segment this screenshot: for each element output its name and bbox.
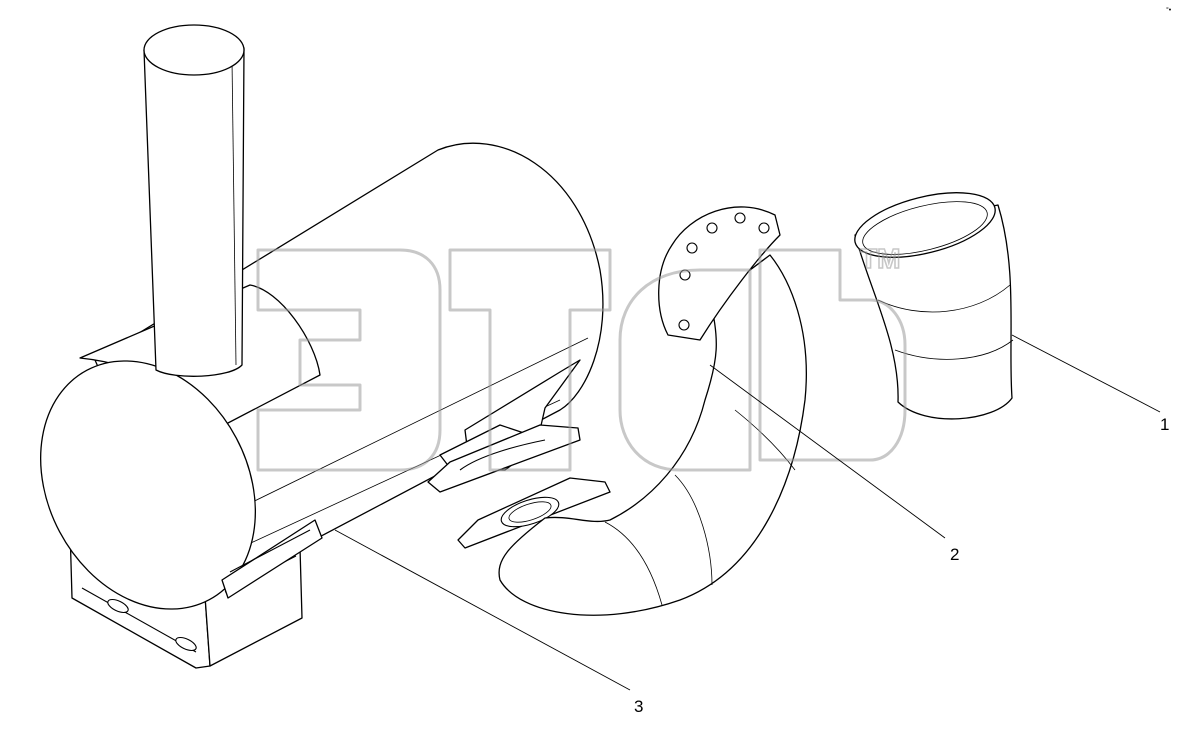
- watermark-tm: TM: [860, 243, 900, 274]
- stack-pipe-opening: [143, 24, 245, 76]
- watermark-logo: TM: [256, 242, 907, 472]
- leader-2: [709, 364, 946, 539]
- muffler-assembly: [40, 24, 604, 669]
- leader-3: [334, 529, 631, 691]
- callout-3: 3: [634, 697, 643, 716]
- muffler-lower-strap: [221, 519, 323, 599]
- muffler-end-cap: [40, 360, 256, 610]
- corner-mark: °•: [1166, 6, 1172, 14]
- muffler-inlet-flange: [427, 424, 581, 493]
- bracket-slot-right: [175, 636, 197, 652]
- rubber-sleeve: [854, 192, 1014, 420]
- gasket-flange: [457, 477, 611, 549]
- curved-exhaust-pipe: [498, 206, 807, 616]
- leader-1: [1011, 334, 1161, 413]
- muffler-stack-pipe: [143, 47, 245, 377]
- callout-2: 2: [950, 545, 959, 564]
- leader-lines: [334, 334, 1161, 691]
- exhaust-pipe-body: [498, 254, 807, 616]
- bracket-slot-left: [107, 598, 129, 614]
- callout-1: 1: [1160, 415, 1169, 434]
